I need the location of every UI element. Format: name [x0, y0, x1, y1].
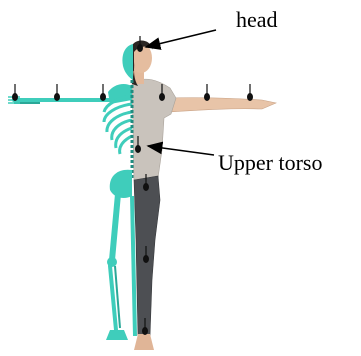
- joint-marker-icon: [101, 84, 106, 101]
- upper-torso-label: Upper torso: [218, 152, 322, 174]
- skeleton-icon: [8, 44, 135, 340]
- joint-marker-icon: [205, 84, 210, 101]
- joint-marker-icon: [13, 84, 18, 101]
- human-body-icon: [130, 40, 276, 350]
- joint-marker-icon: [55, 84, 60, 101]
- joint-marker-icon: [248, 84, 253, 101]
- head-label: head: [236, 9, 278, 31]
- head-arrow-icon: [146, 30, 216, 47]
